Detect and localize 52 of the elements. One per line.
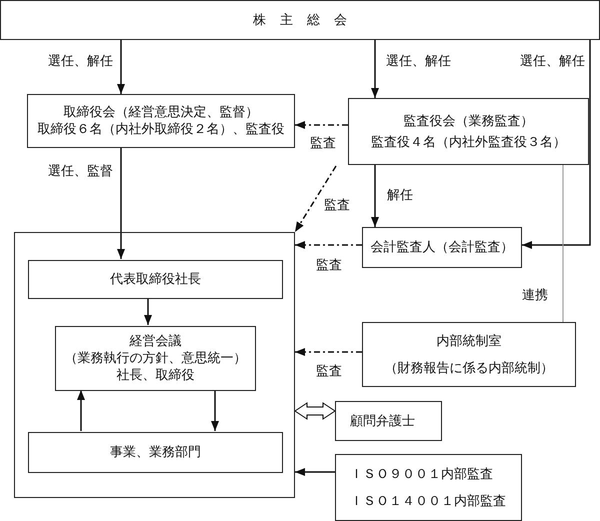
arrow — [371, 40, 379, 98]
president-box — [28, 260, 283, 299]
edge-label: 選任、解任 — [48, 53, 113, 70]
box-text: ＩＳＯ１４００１内部監査 — [350, 492, 506, 510]
edge-label: 監査 — [316, 363, 342, 380]
edge-label: 監査 — [324, 197, 350, 214]
edge-label: 選任、解任 — [520, 53, 585, 70]
box-text: 事業、業務部門 — [110, 444, 201, 461]
edge-label: 連携 — [522, 287, 548, 304]
box-text: ＩＳＯ９００１内部監査 — [350, 466, 493, 482]
meeting-box — [55, 326, 256, 391]
arrow — [144, 298, 152, 325]
arrow — [295, 241, 362, 249]
box-text: 内部統制室 — [436, 332, 502, 350]
arrow — [295, 121, 348, 129]
arrow — [294, 166, 337, 232]
box-text: 監査役４名（内社外監査役３名） — [371, 134, 566, 150]
header-box — [0, 0, 600, 40]
box-text: 経営会議 — [130, 333, 182, 350]
arrow — [295, 468, 335, 476]
iso-audit-box — [335, 454, 522, 521]
edge-label: 選任、監督 — [48, 163, 113, 180]
arrow — [295, 348, 362, 356]
box-text: 株主総会 — [253, 12, 361, 28]
auditor-box — [362, 227, 522, 268]
box-text: 監査役会（業務監査） — [404, 112, 534, 130]
edge-label: 解任 — [387, 187, 413, 204]
connector-line — [562, 164, 564, 322]
arrow — [522, 40, 591, 249]
internal-control-box — [362, 322, 576, 387]
department-box — [28, 432, 283, 473]
arrow — [77, 390, 85, 431]
box-text: 取締役会（経営意思決定、監督） — [64, 104, 258, 121]
edge-label: 監査 — [316, 257, 342, 274]
box-text: 取締役６名（内社外取締役２名）、監査役 — [38, 121, 284, 138]
edge-label: 選任、解任 — [386, 53, 451, 70]
box-text: （財務報告に係る内部統制） — [384, 360, 554, 376]
box-text: 社長、取締役 — [116, 367, 194, 384]
box-text: 代表取締役社長 — [110, 271, 201, 288]
box-text: （業務執行の方針、意思統一） — [64, 350, 246, 367]
double-arrow — [294, 402, 336, 420]
audit-board-box — [348, 98, 589, 165]
arrow — [211, 390, 219, 431]
lawyer-box — [335, 401, 442, 441]
arrow — [117, 40, 125, 94]
box-text: 顧問弁護士 — [350, 412, 415, 430]
arrow — [117, 148, 125, 259]
box-text: 会計監査人（会計監査） — [370, 239, 514, 256]
company-frame — [14, 232, 295, 498]
edge-label: 監査 — [310, 135, 336, 152]
board-box — [27, 94, 295, 148]
arrow — [371, 165, 379, 227]
